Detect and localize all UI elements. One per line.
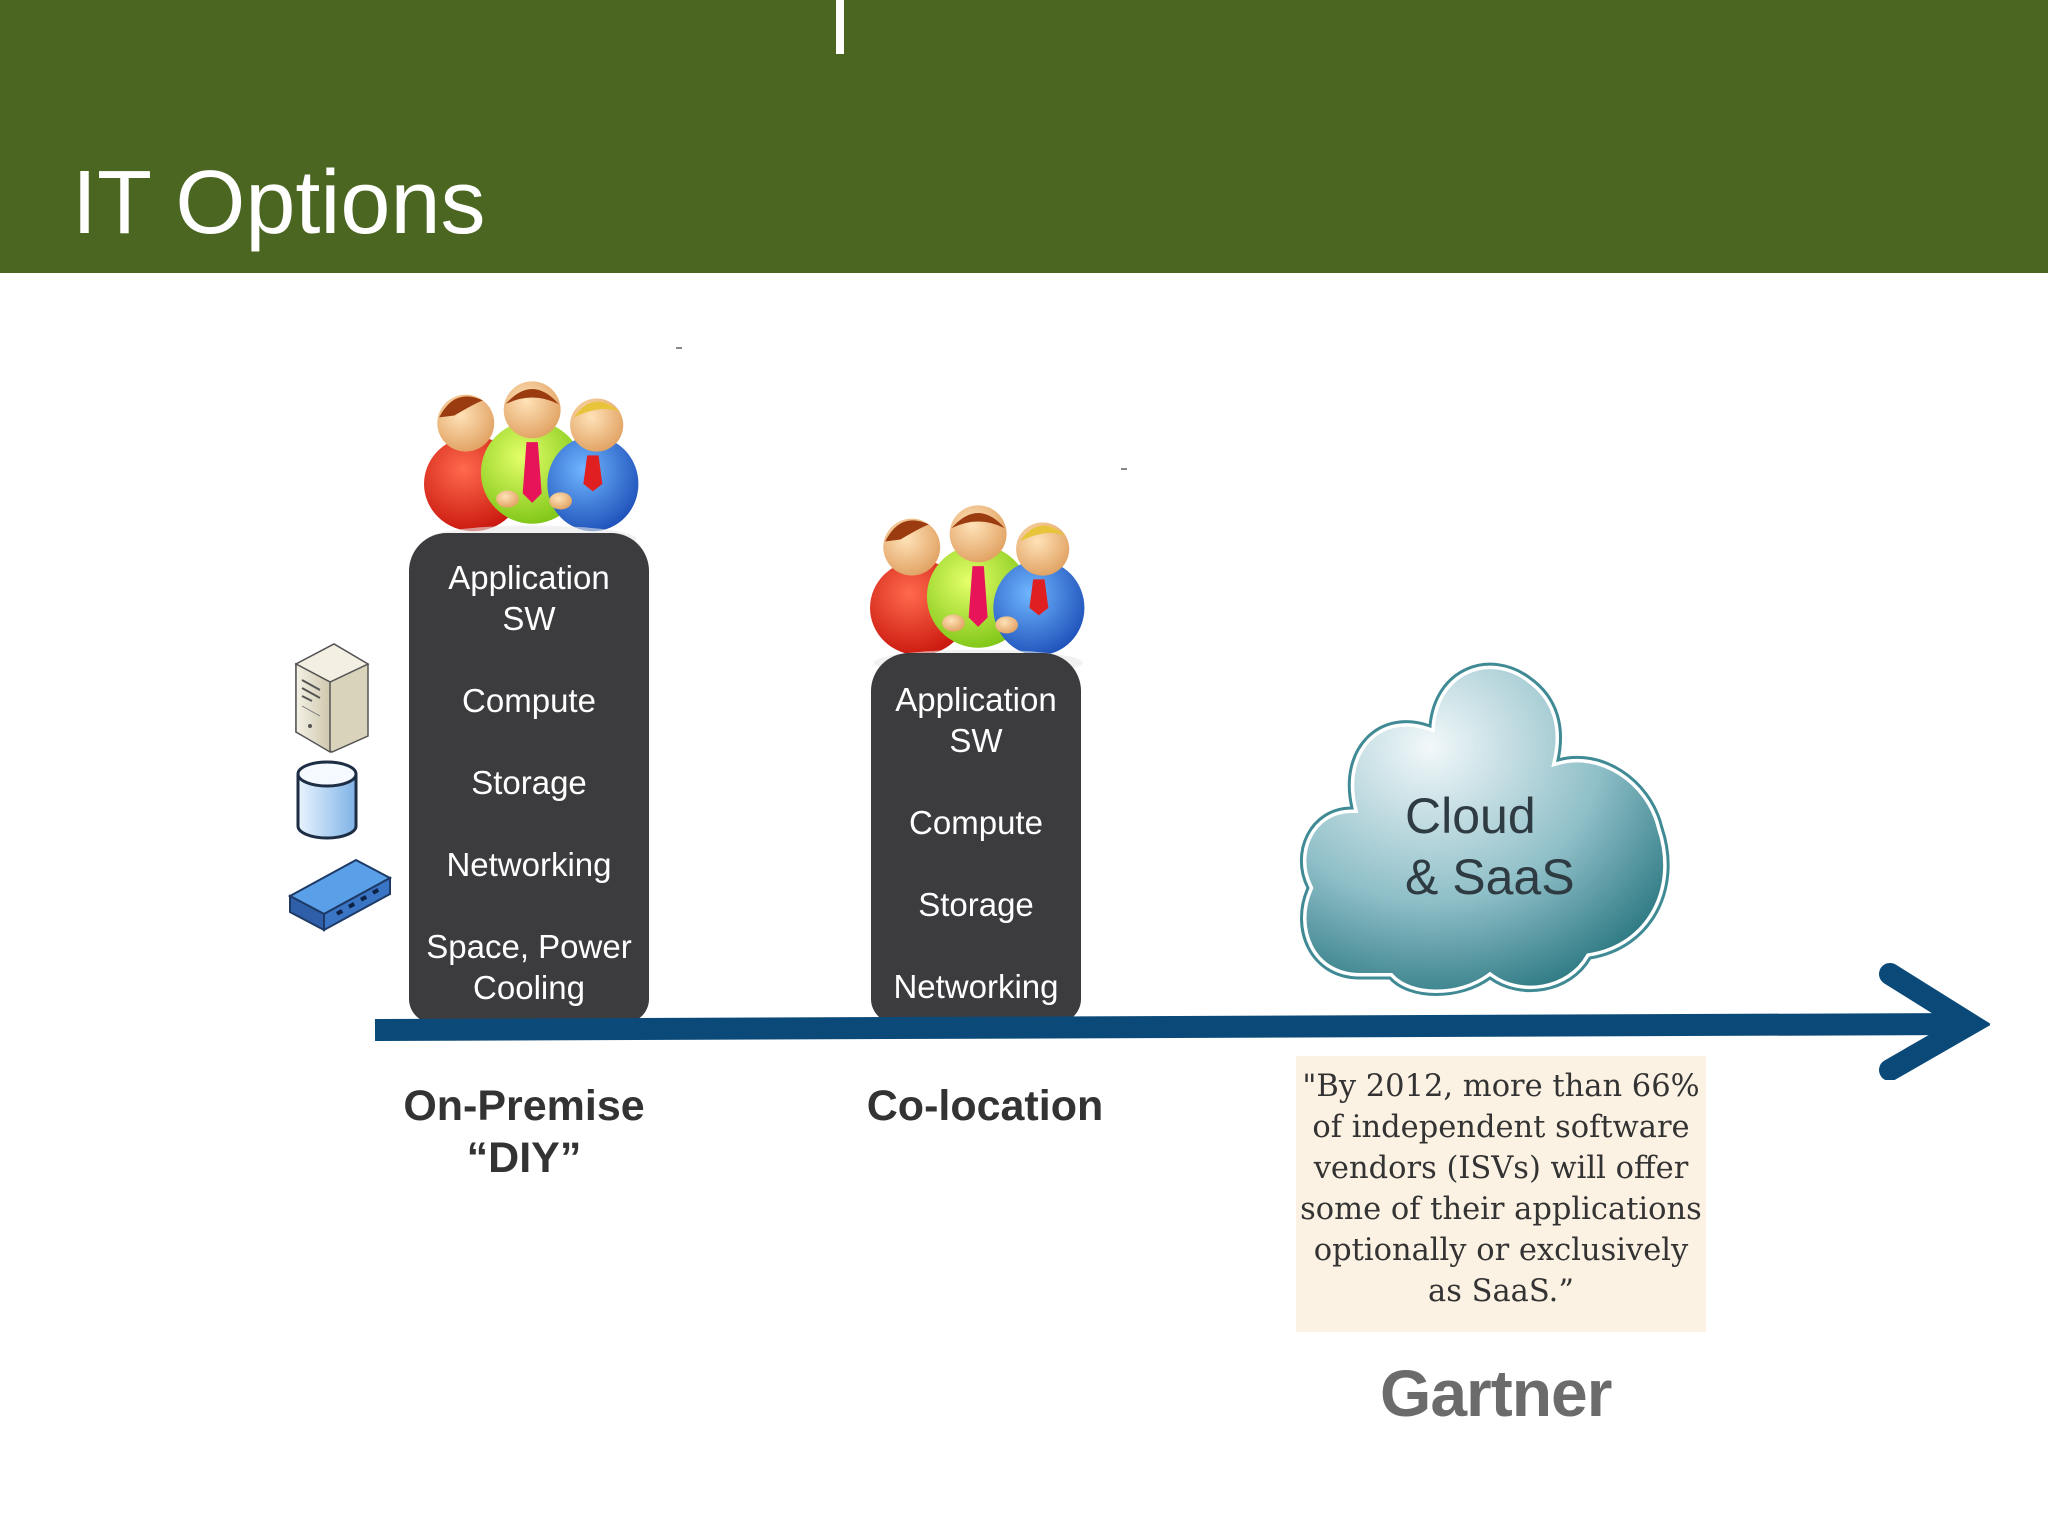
cloud-icon (1296, 659, 1674, 1000)
people-clipart-icon (424, 381, 639, 553)
layer-networking: Networking (446, 846, 612, 883)
header-marker (836, 0, 844, 54)
gartner-logo: Gartner (1380, 1356, 1612, 1430)
cloud-label: Cloud & SaaS (1405, 786, 1575, 908)
layer-networking: Networking (893, 968, 1059, 1005)
layer-storage: Storage (471, 764, 587, 801)
layer-space-power-cooling: Space, Power Cooling (426, 928, 632, 1006)
colocation-label: Co-location (866, 1082, 1104, 1130)
on-premise-label: On-Premise “DIY” (403, 1082, 645, 1182)
speck (676, 347, 682, 349)
layer-compute: Compute (462, 682, 596, 719)
layer-application-sw: Application SW (448, 559, 610, 637)
title-bar: IT Options (0, 0, 2048, 273)
cloud-label-line2: & SaaS (1405, 849, 1575, 905)
server-tower-icon (294, 643, 370, 754)
layer-storage: Storage (918, 886, 1034, 923)
database-cylinder-icon (296, 760, 358, 840)
layer-compute: Compute (909, 804, 1043, 841)
colocation-stack: Application SW Compute Storage Networkin… (871, 653, 1081, 1023)
speck (1121, 468, 1127, 470)
network-switch-icon (288, 858, 392, 932)
people-clipart-icon (870, 505, 1085, 677)
timeline-arrow (374, 963, 1990, 1080)
cloud-label-line1: Cloud (1405, 788, 1536, 844)
layer-application-sw: Application SW (895, 681, 1057, 759)
gartner-quote: "By 2012, more than 66% of independent s… (1296, 1056, 1706, 1332)
slide-title: IT Options (72, 153, 486, 253)
on-premise-stack: Application SW Compute Storage Networkin… (409, 533, 649, 1023)
